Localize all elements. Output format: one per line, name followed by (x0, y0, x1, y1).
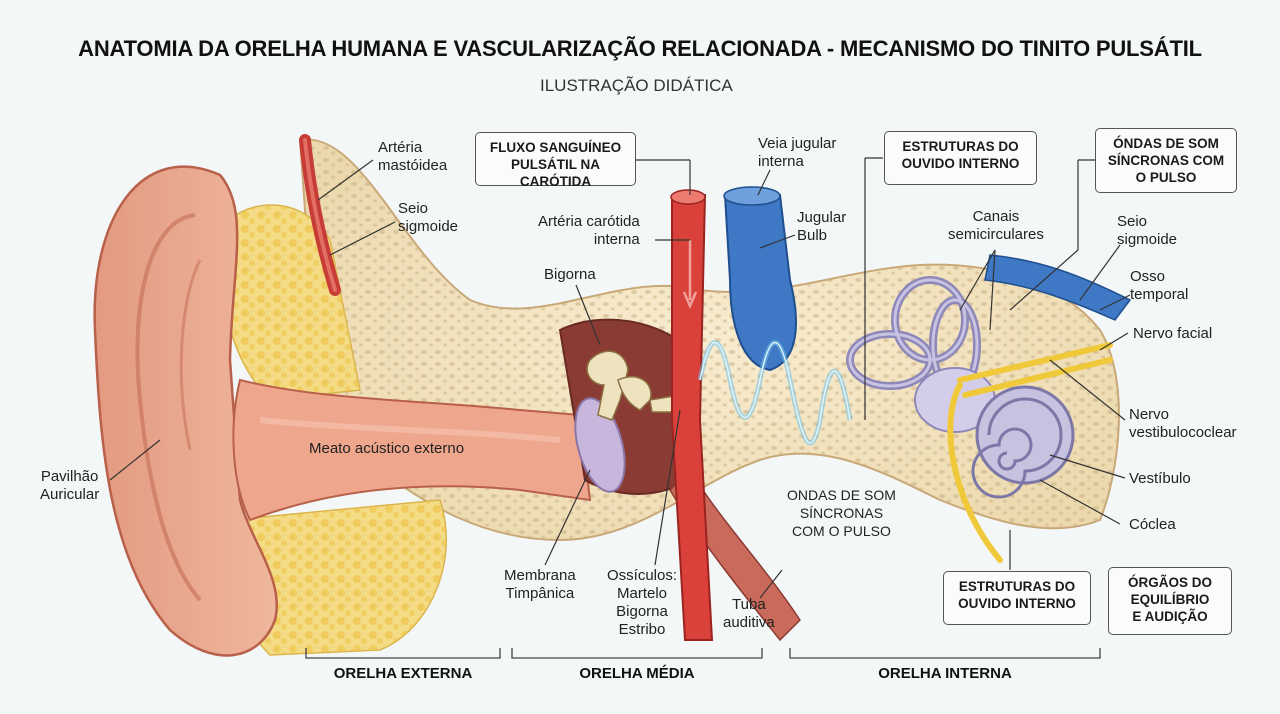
label-ossiculos: Ossículos: Martelo Bigorna Estribo (607, 567, 678, 638)
box-ondas-top: ÓNDAS DE SOM SÍNCRONAS COM O PULSO (1095, 128, 1237, 193)
label-coclea: Cóclea (1129, 516, 1176, 533)
eardrum (574, 397, 626, 493)
diagram-title: ANATOMIA DA ORELHA HUMANA E VASCULARIZAÇ… (78, 36, 1202, 61)
label-vestibulo: Vestíbulo (1129, 470, 1191, 487)
box-estruturas-top: ESTRUTURAS DO OUVIDO INTERNO (884, 131, 1037, 185)
box-estruturas-bottom: ESTRUTURAS DO OUVIDO INTERNO (943, 571, 1091, 625)
label-bigorna: Bigorna (544, 266, 596, 283)
box-orgaos: ÓRGÃOS DO EQUILÍBRIO E AUDIÇÃO (1108, 567, 1232, 635)
label-osso-temporal: Osso temporal (1130, 268, 1189, 303)
label-pavilhao: Pavilhão Auricular (40, 468, 100, 503)
label-nervo-facial: Nervo facial (1133, 325, 1213, 342)
label-seio-sigmoide-right: Seio sigmoide (1117, 213, 1178, 248)
label-tuba: Tuba auditiva (723, 596, 775, 631)
pinna-shape (93, 165, 278, 657)
label-nervo-vestibulococlear: Nervo vestibulococlear (1129, 406, 1237, 441)
label-jugular-bulb: Jugular Bulb (797, 209, 847, 244)
ear-canal (232, 378, 592, 522)
section-orelha-externa: ORELHA EXTERNA (333, 665, 473, 682)
label-canais: Canais semicirculares (948, 208, 1044, 243)
box-fluxo-sanguineo: FLUXO SANGUÍNEO PULSÁTIL NA CARÓTIDA (475, 132, 636, 189)
diagram-subtitle: ILUSTRAÇÃO DIDÁTICA (540, 76, 733, 95)
label-arteria-carotida: Artéria carótida interna (538, 213, 640, 248)
label-meato: Meato acústico externo (309, 440, 465, 457)
label-veia-jugular: Veia jugular interna (758, 135, 837, 170)
label-membrana: Membrana Timpânica (504, 567, 576, 602)
label-arteria-mastoidea: Artéria mastóidea (378, 139, 448, 174)
label-seio-sigmoide-left: Seio sigmoide (398, 200, 459, 235)
section-orelha-interna: ORELHA INTERNA (878, 665, 1012, 682)
label-ondas-center: ONDAS DE SOM SÍNCRONAS COM O PULSO (787, 487, 896, 539)
section-orelha-media: ORELHA MÉDIA (579, 665, 695, 682)
